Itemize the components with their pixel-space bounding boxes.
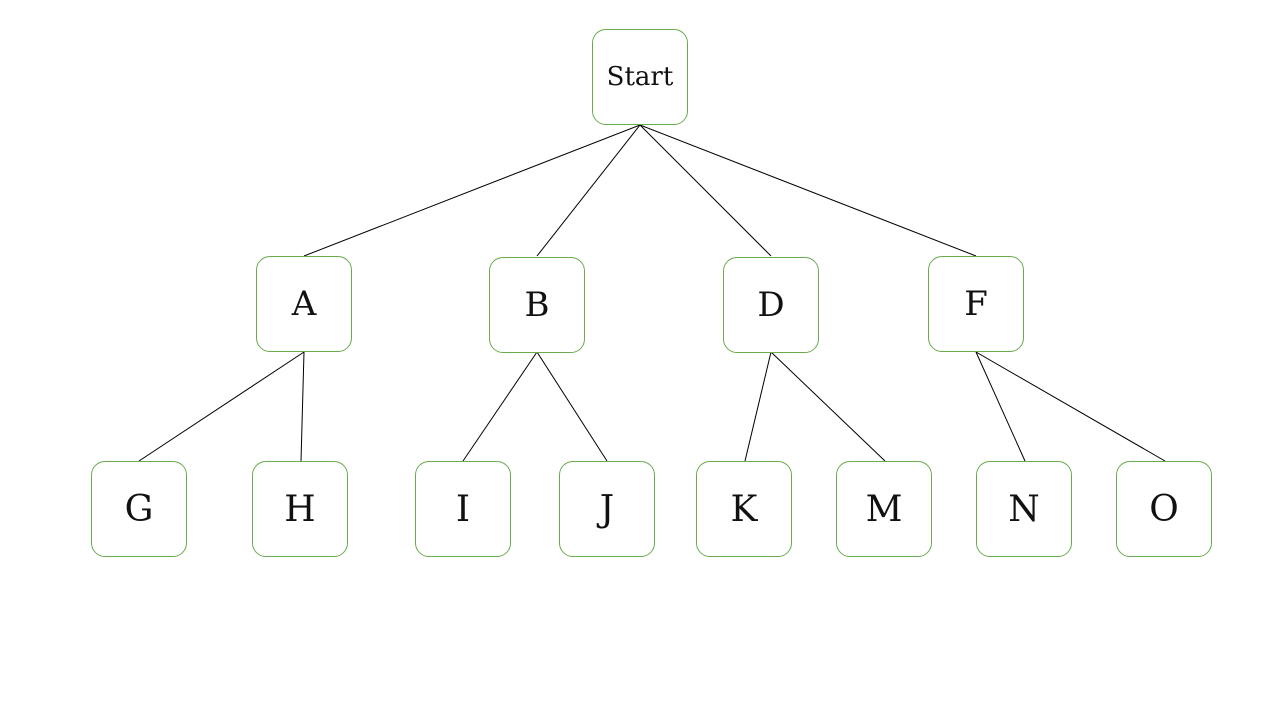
- edge-d-k: [744, 351, 772, 462]
- node-b: B: [489, 257, 585, 353]
- node-k: K: [696, 461, 792, 557]
- node-n: N: [976, 461, 1072, 557]
- edge-f-o: [975, 351, 1166, 462]
- node-a: A: [256, 256, 352, 352]
- node-d: D: [723, 257, 819, 353]
- edge-b-i: [462, 351, 538, 462]
- edge-start-b: [536, 124, 641, 257]
- edge-d-m: [770, 351, 886, 462]
- node-f: F: [928, 256, 1024, 352]
- node-g: G: [91, 461, 187, 557]
- node-j: J: [559, 461, 655, 557]
- edge-b-j: [536, 351, 608, 462]
- node-o: O: [1116, 461, 1212, 557]
- edge-start-d: [639, 124, 772, 257]
- edge-start-f: [639, 124, 977, 257]
- edge-a-g: [138, 351, 305, 462]
- edge-f-n: [975, 351, 1026, 462]
- node-i: I: [415, 461, 511, 557]
- edge-start-a: [303, 124, 641, 257]
- node-m: M: [836, 461, 932, 557]
- node-start: Start: [592, 29, 688, 125]
- node-h: H: [252, 461, 348, 557]
- edge-a-h: [300, 351, 305, 462]
